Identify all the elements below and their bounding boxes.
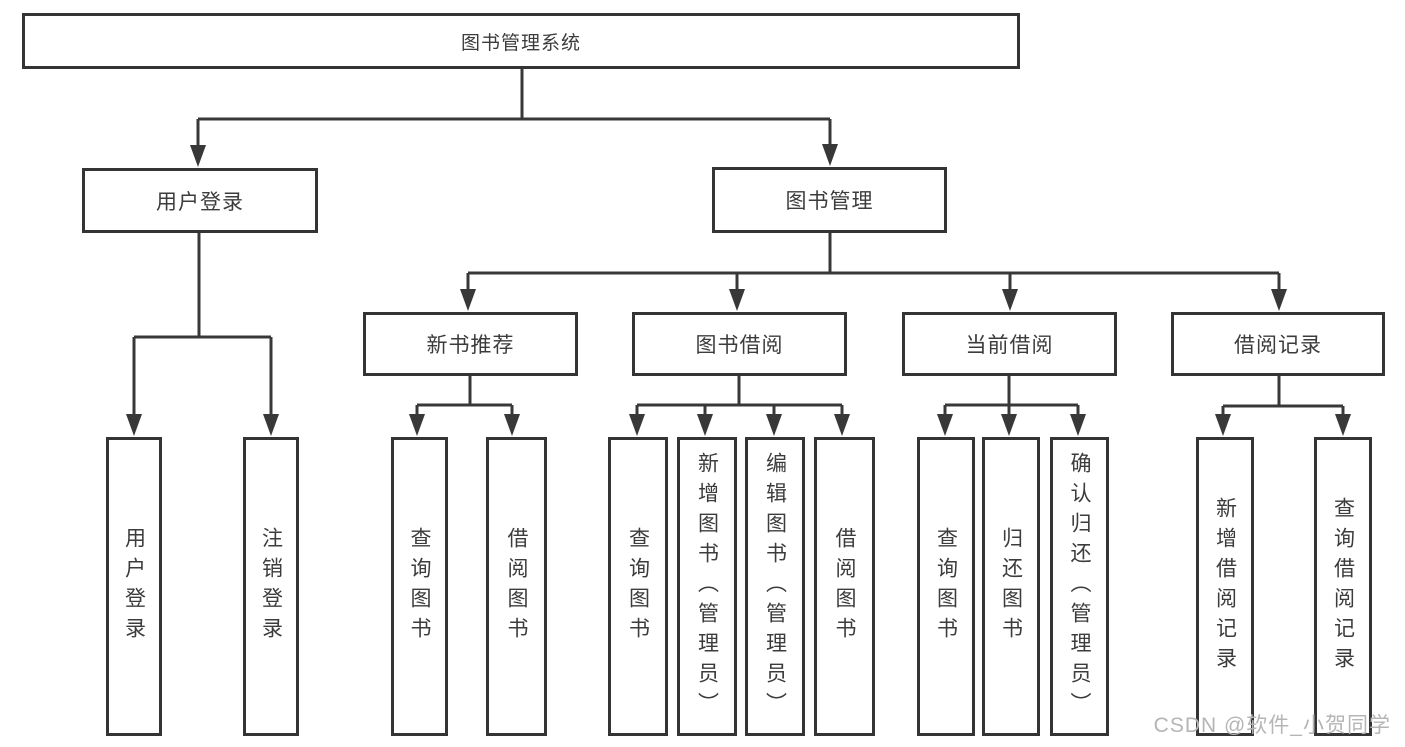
- node-book-borrow: 图书借阅: [632, 312, 847, 376]
- leaf-borrow-query-books: 查询图书: [608, 437, 668, 736]
- leaf-newbook-borrow-books: 借阅图书: [486, 437, 547, 736]
- leaf-borrow-add-books-admin: 新增图书（管理员）: [677, 437, 737, 736]
- node-user-login: 用户登录: [82, 168, 318, 233]
- leaf-record-add-borrow-record: 新增借阅记录: [1196, 437, 1254, 736]
- node-borrow-record: 借阅记录: [1171, 312, 1385, 376]
- leaf-borrow-borrow-books: 借阅图书: [814, 437, 875, 736]
- leaf-logout: 注销登录: [243, 437, 299, 736]
- node-root-library-system: 图书管理系统: [22, 13, 1020, 69]
- leaf-record-query-borrow-record: 查询借阅记录: [1314, 437, 1372, 736]
- leaf-current-confirm-return-admin: 确认归还（管理员）: [1050, 437, 1109, 736]
- leaf-current-query-books: 查询图书: [917, 437, 975, 736]
- node-new-book-recommend: 新书推荐: [363, 312, 578, 376]
- leaf-newbook-query-books: 查询图书: [391, 437, 448, 736]
- leaf-borrow-edit-books-admin: 编辑图书（管理员）: [745, 437, 805, 736]
- leaf-user-login: 用户登录: [106, 437, 162, 736]
- leaf-current-return-books: 归还图书: [982, 437, 1040, 736]
- node-current-borrow: 当前借阅: [902, 312, 1117, 376]
- node-book-management: 图书管理: [712, 167, 947, 233]
